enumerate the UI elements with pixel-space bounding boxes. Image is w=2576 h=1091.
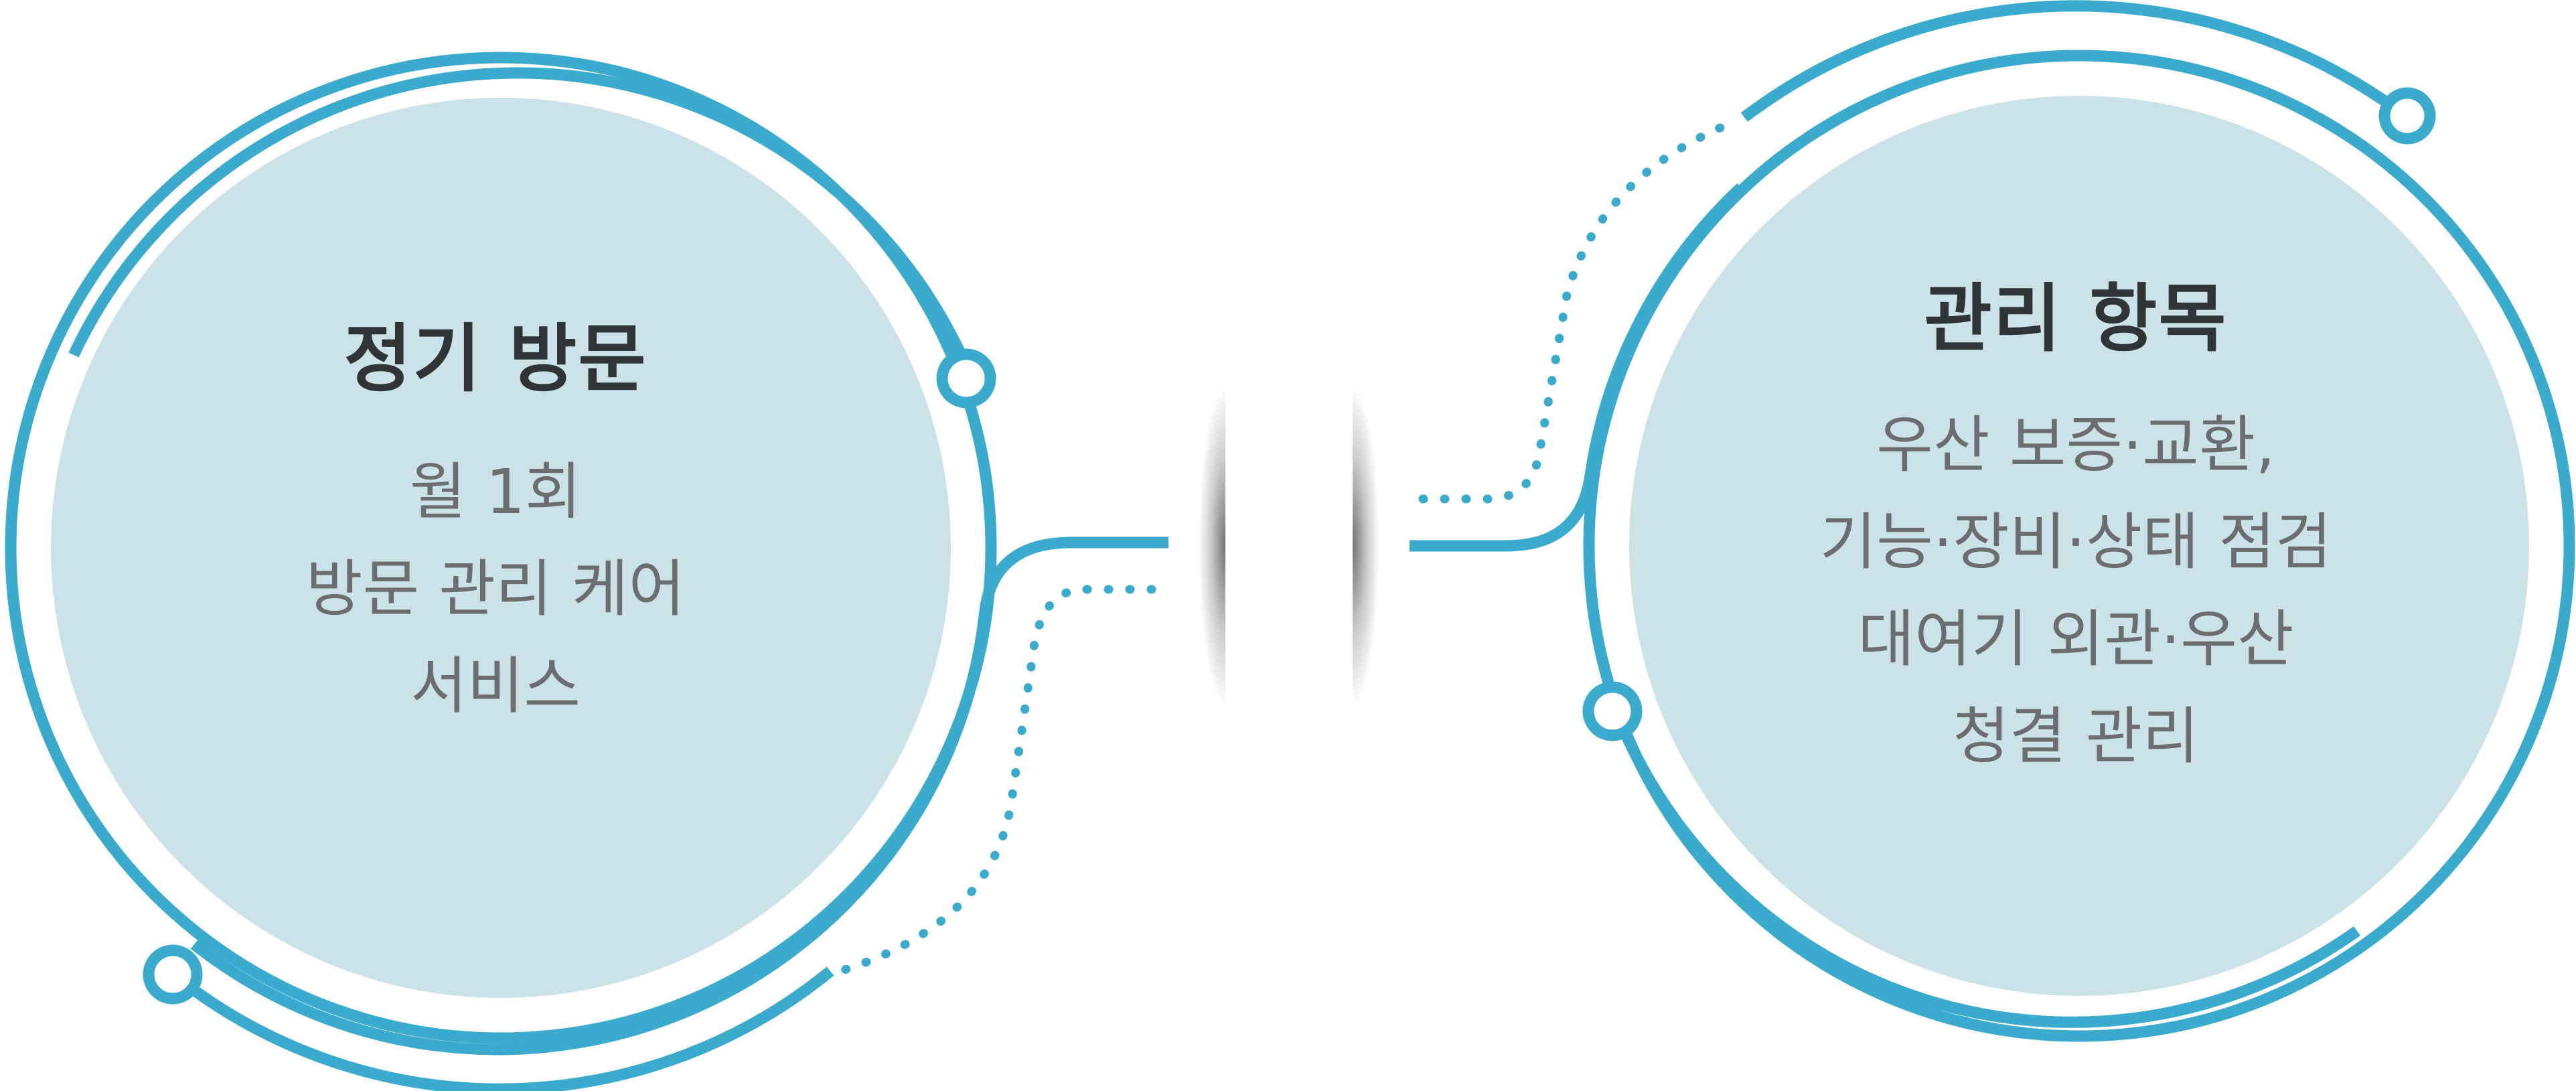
left-top-knob-icon — [936, 348, 996, 409]
center-divider-shadow — [1199, 385, 1379, 707]
left-bottom-outer-arc — [187, 966, 834, 1091]
right-connector-line — [1410, 183, 1745, 552]
right-title: 관리 항목 — [1924, 276, 2228, 362]
right-line-2: 기능·장비·상태 점검 — [1819, 506, 2332, 578]
right-line-3: 대여기 외관·우산 — [1858, 603, 2294, 675]
left-bottom-knob-icon — [143, 944, 203, 1005]
right-top-knob-icon — [2378, 87, 2436, 145]
left-outer-ring — [5, 52, 997, 1044]
right-dotted-connector — [1418, 116, 1742, 504]
right-inner-circle — [1629, 96, 2529, 996]
left-node — [5, 52, 1168, 1091]
right-line-4: 청결 관리 — [1953, 701, 2199, 772]
left-inner-circle — [51, 98, 951, 998]
left-line-1: 월 1회 — [409, 456, 582, 528]
right-node — [1410, 0, 2575, 1042]
left-text-block: 정기 방문 월 1회 방문 관리 케어 서비스 — [164, 315, 827, 735]
right-line-1: 우산 보증·교환, — [1876, 409, 2275, 481]
right-top-outer-arc — [1740, 0, 2387, 122]
left-top-arc — [68, 67, 970, 364]
left-line-2: 방문 관리 케어 — [305, 553, 686, 625]
left-title: 정기 방문 — [344, 316, 648, 402]
left-line-3: 서비스 — [410, 650, 581, 722]
left-connector-line — [190, 536, 1168, 1056]
right-bottom-arc — [1618, 727, 2360, 1028]
right-outer-ring — [1583, 50, 2575, 1042]
right-text-block: 관리 항목 우산 보증·교환, 기능·장비·상태 점검 대여기 외관·우산 청결… — [1741, 275, 2411, 785]
right-bottom-knob-icon — [1582, 681, 1643, 741]
